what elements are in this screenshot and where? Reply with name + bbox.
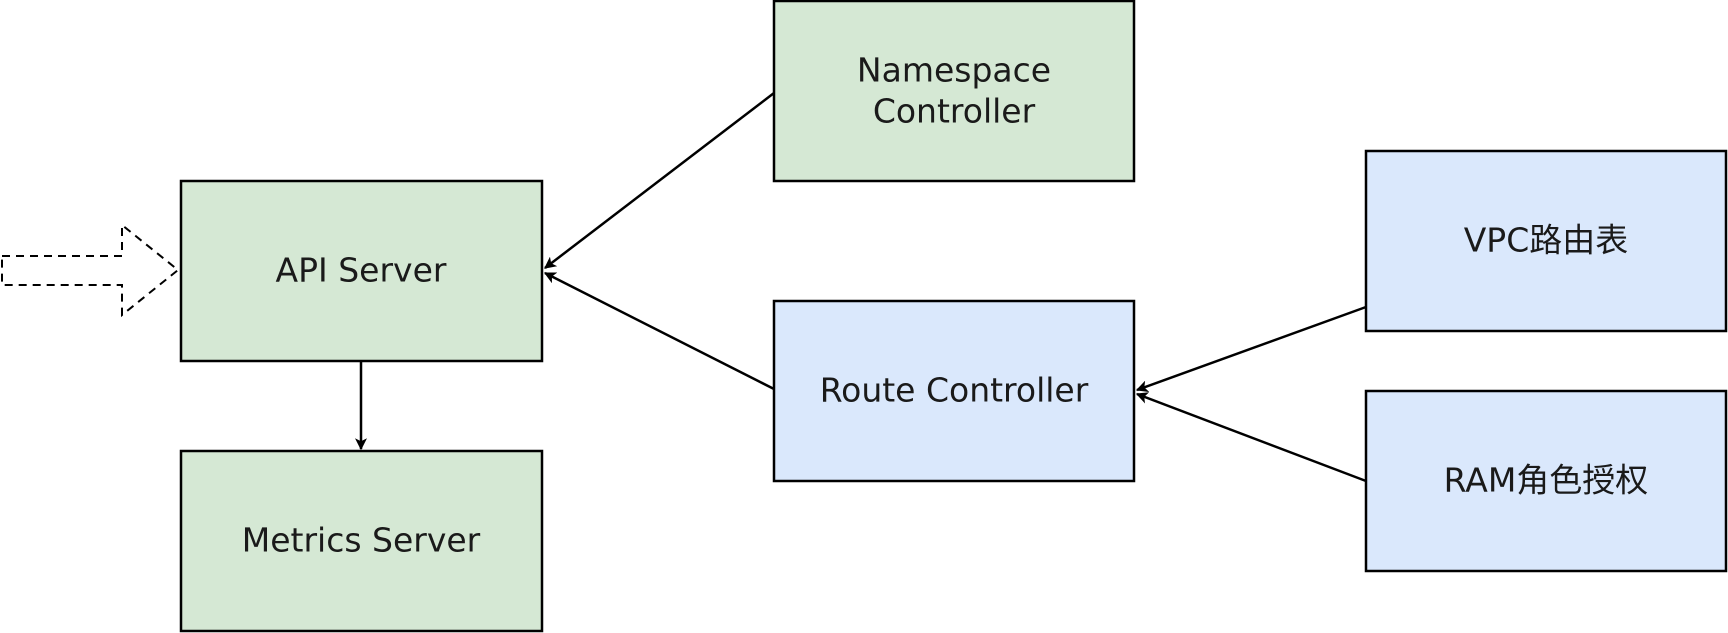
ram-role-auth-label: RAM角色授权: [1444, 461, 1649, 500]
node-namespace-controller[interactable]: Namespace Controller: [772, 0, 1136, 183]
route-controller-label: Route Controller: [820, 371, 1089, 410]
external-input-arrow: [1, 222, 180, 318]
node-ram-role-auth[interactable]: RAM角色授权: [1364, 389, 1728, 573]
node-route-controller[interactable]: Route Controller: [772, 299, 1136, 483]
edge-vpc-route-table-to-route-controller: [1135, 305, 1367, 392]
node-api-server[interactable]: API Server: [179, 179, 544, 363]
edge-ram-role-auth-to-route-controller: [1135, 392, 1367, 483]
node-metrics-server[interactable]: Metrics Server: [179, 449, 544, 633]
node-vpc-route-table[interactable]: VPC路由表: [1364, 149, 1728, 333]
metrics-server-label: Metrics Server: [242, 521, 481, 560]
namespace-controller-label-line2: Controller: [873, 92, 1036, 131]
edge-namespace-controller-to-api-server: [544, 92, 775, 269]
vpc-route-table-label: VPC路由表: [1464, 221, 1629, 260]
namespace-controller-label-line1: Namespace: [857, 51, 1051, 90]
edge-route-controller-to-api-server: [543, 271, 775, 391]
api-server-label: API Server: [276, 251, 447, 290]
